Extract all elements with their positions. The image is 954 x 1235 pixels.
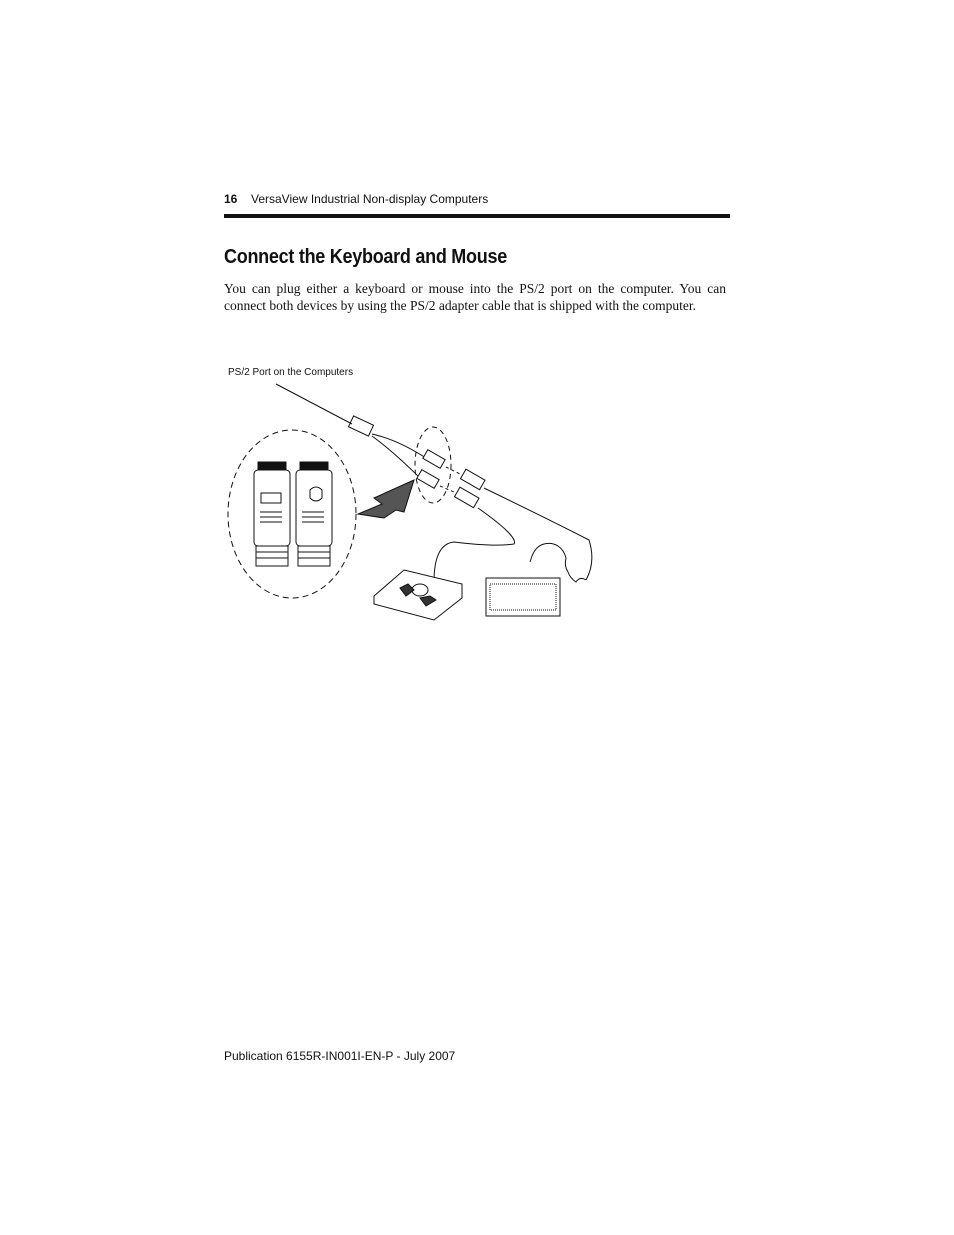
mouse-icon xyxy=(309,486,323,502)
keyboard-coil-cable xyxy=(529,542,587,583)
ps2-connection-figure: PS/2 Port on the Computers xyxy=(224,362,604,622)
port-detail-circle xyxy=(227,429,357,599)
split-cable-lower xyxy=(371,435,423,481)
split-connector-keyboard xyxy=(422,448,446,470)
keyboard-port-body xyxy=(253,469,291,547)
publication-footer: Publication 6155R-IN001I-EN-P - July 200… xyxy=(224,1049,456,1063)
ps2-connection-illustration xyxy=(227,383,593,621)
insert-arrow xyxy=(356,479,415,519)
keyboard-plug xyxy=(459,468,486,491)
connector-highlight-ellipse xyxy=(414,426,452,504)
callout-leader-line xyxy=(275,383,353,425)
trackball-device xyxy=(373,569,463,621)
section-title: Connect the Keyboard and Mouse xyxy=(224,246,507,268)
running-header: 16 VersaView Industrial Non-display Comp… xyxy=(224,192,730,210)
keyboard-icon xyxy=(260,492,282,504)
ps2-main-connector xyxy=(347,415,375,437)
port-callout-label: PS/2 Port on the Computers xyxy=(228,367,354,378)
mouse-plug xyxy=(453,486,480,509)
keyboard-port-cap xyxy=(257,461,287,471)
keyboard-keys xyxy=(489,583,557,611)
body-paragraph: You can plug either a keyboard or mouse … xyxy=(224,281,726,314)
page-number: 16 xyxy=(224,192,238,206)
split-connector-mouse xyxy=(416,468,440,490)
mouse-port-cap xyxy=(299,461,329,471)
mouse-port-body xyxy=(295,469,333,547)
header-rule xyxy=(224,214,730,218)
running-title: VersaView Industrial Non-display Compute… xyxy=(251,192,489,206)
keyboard-cable xyxy=(483,487,593,581)
mouse-cable xyxy=(433,507,516,583)
